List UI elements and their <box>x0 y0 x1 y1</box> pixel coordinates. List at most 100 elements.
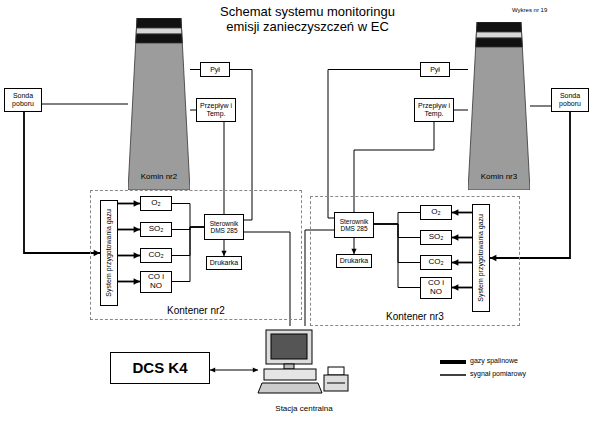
chimney-outline <box>468 22 530 190</box>
signal-line <box>244 232 290 326</box>
connector-line <box>42 104 128 105</box>
legend-sample-signal <box>440 374 466 376</box>
signal-line <box>190 69 200 70</box>
probe-box: Sonda poboru <box>4 88 42 112</box>
node-label: CO i NO <box>143 273 169 291</box>
connector-line <box>354 122 434 212</box>
sensor-box: Przepływ i Temp. <box>414 98 454 122</box>
node-label: Pył <box>210 66 220 74</box>
connector-line <box>24 112 100 253</box>
signal-line <box>354 122 434 212</box>
connector-line <box>450 69 468 70</box>
gas-prep-box: System przygotowania gazu <box>472 204 490 312</box>
node-label: O₂ <box>151 199 160 208</box>
gas-line <box>118 226 140 232</box>
node-label: Sonda poboru <box>554 92 586 107</box>
node-label: Przepływ i Temp. <box>199 102 233 117</box>
container-region: Kontener nr3 Sterownik DMS 285Drukarka O₂ S… <box>310 196 520 326</box>
node-label: DCS K4 <box>132 360 187 377</box>
printer-box: Drukarka <box>336 254 372 268</box>
signal-line <box>450 69 468 70</box>
sensor-box: Pył <box>200 62 230 77</box>
analyzer-box: CO₂ <box>420 255 452 270</box>
analyzer-box: O₂ <box>140 196 172 211</box>
node-label: O₂ <box>431 208 440 217</box>
signal-line <box>210 367 258 372</box>
connector-line <box>244 232 290 326</box>
signal-line <box>351 238 356 254</box>
signal-line <box>172 227 204 256</box>
node-label: CO₂ <box>428 258 443 267</box>
node-label: Pył <box>430 66 440 74</box>
printer-box: Drukarka <box>206 256 242 270</box>
arrow-head <box>452 284 458 290</box>
signal-line <box>42 104 128 105</box>
connector-line <box>224 122 225 214</box>
analyzer-box: SO₂ <box>420 230 452 245</box>
legend-sample-gas <box>440 360 466 364</box>
node-label: SO₂ <box>149 225 164 234</box>
printer-symbol <box>324 367 348 391</box>
central-station: Stacja centralna <box>258 326 350 414</box>
signal-line <box>230 70 252 221</box>
chimney: Komin nr3 <box>468 22 530 190</box>
signal-line <box>221 240 226 256</box>
node-label: Komin nr3 <box>481 173 517 182</box>
gas-line <box>118 200 140 206</box>
connector-line <box>374 213 420 225</box>
connector-line <box>190 69 200 70</box>
sensor-box: Pył <box>420 62 450 77</box>
gas-line <box>452 284 472 290</box>
connector-line <box>230 70 252 221</box>
node-label: Drukarka <box>210 259 238 267</box>
sensor-box: Przepływ i Temp. <box>196 98 236 122</box>
analyzer-box: CO i NO <box>140 271 172 293</box>
legend-text: sygnał pomiarowy <box>470 370 526 377</box>
node-label: Komin nr2 <box>141 173 177 182</box>
diagram-title: Schemat systemu monitoringu emisji zanie… <box>205 5 410 35</box>
connector-line <box>374 224 420 238</box>
node-label: Stacja centralna <box>275 405 332 414</box>
dcs-box: DCS K4 <box>110 352 210 384</box>
controller-box: Sterownik DMS 285 <box>204 214 244 240</box>
connector-line <box>172 227 204 256</box>
arrow-head <box>452 209 458 215</box>
connector-line <box>374 224 420 288</box>
node-label: Kontener nr3 <box>386 311 444 322</box>
connector-line <box>374 224 420 263</box>
gas-line <box>118 278 140 284</box>
connector-line <box>530 106 551 107</box>
signal-line <box>172 227 204 282</box>
node-label: Drukarka <box>340 257 368 265</box>
gas-line <box>24 112 100 256</box>
signal-line <box>172 204 204 228</box>
connector-line <box>172 227 204 282</box>
legend-text: gazy spalinowe <box>470 357 518 364</box>
controller-box: Sterownik DMS 285 <box>334 212 374 238</box>
chimney-outline <box>128 18 190 190</box>
gas-line <box>118 252 140 258</box>
signal-line <box>374 224 420 263</box>
node-label: SO₂ <box>429 233 444 242</box>
connector-line <box>210 370 258 371</box>
connector-line <box>172 204 204 228</box>
signal-line <box>454 110 468 111</box>
signal-line <box>374 224 420 288</box>
arrow-head <box>452 259 458 265</box>
gas-line <box>452 209 472 215</box>
arrow-head <box>253 367 258 372</box>
signal-line <box>224 122 225 214</box>
connector-line <box>454 110 468 111</box>
arrow-head <box>452 234 458 240</box>
arrow-head <box>490 255 496 261</box>
node-label: CO₂ <box>148 251 163 260</box>
gas-prep-box: System przygotowania gazu <box>100 200 118 306</box>
node-label: Przepływ i Temp. <box>417 102 451 117</box>
figure-number: Wykres nr 19 <box>512 7 547 13</box>
chimney: Komin nr2 <box>128 18 190 190</box>
node-label: CO i NO <box>423 279 449 297</box>
signal-line <box>374 224 420 238</box>
signal-line <box>374 213 420 225</box>
container-region: Kontener nr2 System przygotowania gazu O₂ S… <box>90 190 302 320</box>
node-label: Kontener nr2 <box>167 305 225 316</box>
